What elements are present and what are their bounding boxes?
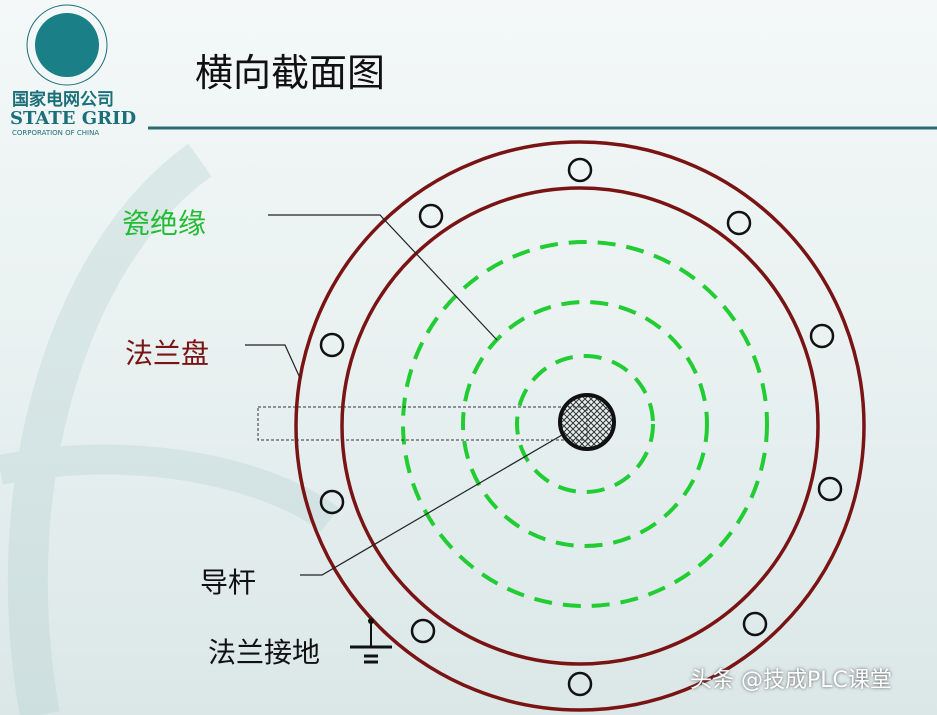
bolt-hole: [742, 611, 768, 637]
logo-ring: [26, 4, 108, 86]
bolt-hole: [410, 618, 436, 644]
label-conductor: 导杆: [200, 566, 257, 599]
logo-chinese-text: 国家电网公司: [12, 90, 114, 110]
logo-subtitle: CORPORATION OF CHINA: [12, 129, 100, 137]
bolt-holes: [319, 157, 843, 697]
state-grid-logo-globe: [35, 13, 99, 77]
ground-symbol-icon: [350, 618, 392, 664]
flange-leader-line: [245, 344, 301, 379]
label-flange: 法兰盘: [125, 337, 210, 370]
flange-inner-circle: [340, 186, 820, 666]
insulator-ring-inner: [515, 354, 655, 494]
bolt-hole: [809, 323, 835, 349]
flange-outer-circle: [294, 140, 866, 712]
insulator-ring-middle: [461, 300, 709, 548]
insulator-leader-line: [268, 214, 498, 341]
bolt-hole: [319, 332, 345, 358]
background-globe-graphic: [0, 143, 340, 715]
section-rect: [257, 406, 588, 441]
conductor-rod: [558, 393, 616, 451]
bolt-hole: [567, 671, 593, 697]
insulator-ring-outer: [401, 240, 769, 608]
bolt-hole: [726, 210, 752, 236]
logo-english-text: STATE GRID: [10, 108, 137, 129]
bolt-hole: [817, 476, 843, 502]
bolt-hole: [418, 203, 444, 229]
label-insulator: 瓷绝缘: [122, 207, 207, 240]
bolt-hole: [567, 157, 593, 183]
bolt-hole: [319, 489, 345, 515]
label-ground: 法兰接地: [208, 636, 321, 669]
page-title: 横向截面图: [195, 51, 386, 95]
conductor-leader-line: [300, 434, 563, 576]
watermark: 头条 @技成PLC课堂: [690, 668, 892, 693]
